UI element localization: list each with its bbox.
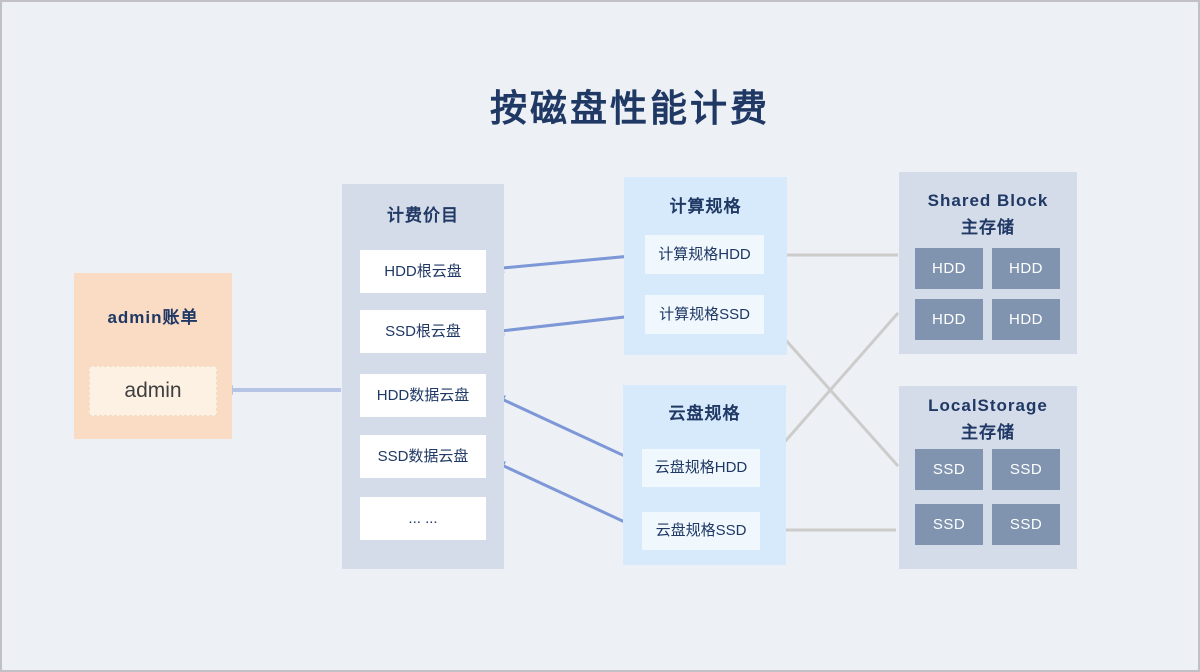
local-storage-panel: LocalStorage 主存储 SSD SSD SSD SSD (899, 386, 1077, 569)
storage-tile-hdd: HDD (915, 299, 983, 340)
spec-item-compute-ssd: 计算规格SSD (645, 295, 764, 334)
spec-item-disk-ssd: 云盘规格SSD (642, 512, 760, 550)
spec-item-compute-hdd: 计算规格HDD (645, 235, 764, 274)
price-item-ssd-root-disk: SSD根云盘 (360, 310, 486, 353)
compute-spec-title: 计算规格 (669, 197, 742, 216)
shared-block-title: Shared Block (927, 191, 1049, 210)
arrow-compute-hdd-to-hdd-root-disk (491, 253, 643, 273)
local-storage-tile-grid: SSD SSD SSD SSD (915, 449, 1060, 545)
storage-tile-ssd: SSD (992, 504, 1060, 545)
storage-tile-ssd: SSD (915, 504, 983, 545)
disk-spec-panel: 云盘规格 云盘规格HDD 云盘规格SSD (623, 385, 786, 565)
price-list-title: 计费价目 (387, 206, 459, 225)
admin-item: admin (89, 366, 217, 416)
price-item-ellipsis: ... ... (360, 497, 486, 540)
price-item-hdd-root-disk: HDD根云盘 (360, 250, 486, 293)
compute-spec-panel: 计算规格 计算规格HDD 计算规格SSD (624, 177, 787, 355)
price-item-hdd-data-disk: HDD数据云盘 (360, 374, 486, 417)
shared-block-subtitle: 主存储 (961, 218, 1015, 237)
disk-spec-title: 云盘规格 (668, 404, 741, 423)
storage-tile-ssd: SSD (915, 449, 983, 490)
shared-block-tile-grid: HDD HDD HDD HDD (915, 248, 1060, 340)
arrow-disk-ssd-to-ssd-data-disk (492, 459, 643, 532)
storage-tile-hdd: HDD (915, 248, 983, 289)
price-list-panel: 计费价目 HDD根云盘 SSD根云盘 HDD数据云盘 SSD数据云盘 ... .… (342, 184, 504, 569)
local-storage-title: LocalStorage (928, 396, 1048, 415)
shared-block-panel: Shared Block 主存储 HDD HDD HDD HDD (899, 172, 1077, 354)
admin-bill-title: admin账单 (107, 308, 199, 327)
arrow-disk-hdd-to-hdd-data-disk (492, 393, 643, 466)
spec-item-disk-hdd: 云盘规格HDD (642, 449, 760, 487)
page-title: 按磁盘性能计费 (490, 88, 770, 129)
storage-tile-hdd: HDD (992, 299, 1060, 340)
admin-bill-panel: admin账单 admin (74, 273, 232, 439)
storage-tile-hdd: HDD (992, 248, 1060, 289)
local-storage-subtitle: 主存储 (961, 423, 1015, 442)
arrow-compute-ssd-to-ssd-root-disk (491, 313, 643, 336)
storage-tile-ssd: SSD (992, 449, 1060, 490)
price-item-ssd-data-disk: SSD数据云盘 (360, 435, 486, 478)
